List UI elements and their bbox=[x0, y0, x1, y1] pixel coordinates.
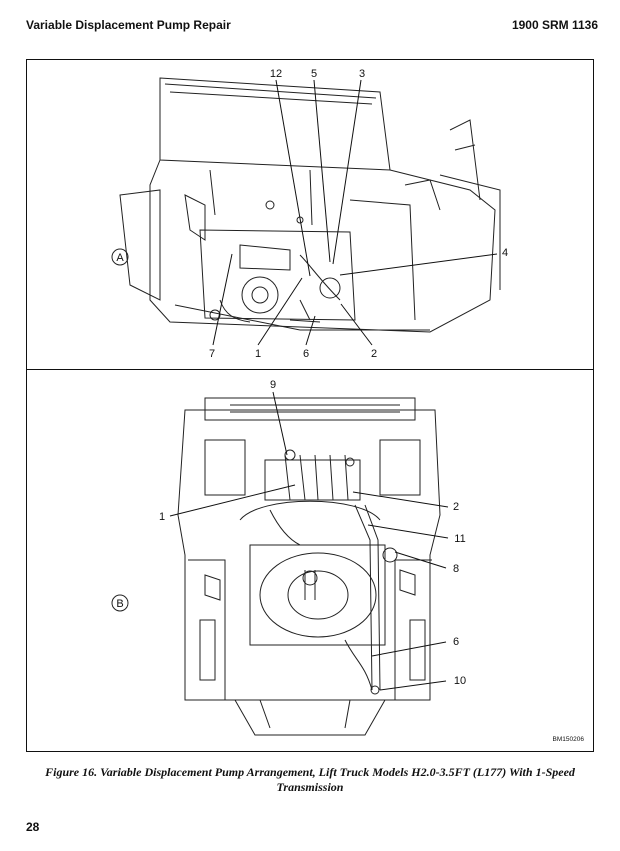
header-doc-number: 1900 SRM 1136 bbox=[511, 18, 598, 32]
view-b-label-circle bbox=[111, 594, 129, 612]
view-b-callout-11: 11 bbox=[454, 533, 465, 545]
view-b-drawing bbox=[177, 397, 441, 736]
page-number: 28 bbox=[26, 820, 40, 834]
drawing-id: BM150206 bbox=[552, 736, 584, 743]
view-b-leaders bbox=[169, 391, 449, 691]
view-a-callout-7: 7 bbox=[209, 348, 215, 360]
view-a-label: A bbox=[116, 252, 124, 264]
view-b-callout-1: 1 bbox=[159, 511, 165, 523]
view-b-label: B bbox=[116, 598, 123, 610]
header-title: Variable Displacement Pump Repair bbox=[26, 18, 231, 32]
view-b-callout-9: 9 bbox=[270, 379, 276, 391]
view-a-label-circle bbox=[111, 248, 129, 266]
view-a-leaders bbox=[212, 79, 498, 346]
view-a-callout-6: 6 bbox=[303, 348, 309, 360]
view-b-callout-6: 6 bbox=[453, 636, 459, 648]
view-a-callout-3: 3 bbox=[359, 68, 365, 80]
view-a-drawing bbox=[119, 77, 501, 333]
view-a-callout-12: 12 bbox=[270, 68, 282, 80]
view-b-callout-8: 8 bbox=[453, 563, 459, 575]
view-a-callout-2: 2 bbox=[371, 348, 377, 360]
figure-view-b-frame bbox=[26, 369, 594, 752]
view-b-callout-2: 2 bbox=[453, 501, 459, 513]
view-b-callout-10: 10 bbox=[454, 675, 466, 687]
figure-caption: Figure 16. Variable Displacement Pump Ar… bbox=[45, 765, 575, 794]
view-a-callout-5: 5 bbox=[311, 68, 317, 80]
view-a-callout-1: 1 bbox=[255, 348, 261, 360]
view-a-callout-4: 4 bbox=[502, 247, 508, 259]
